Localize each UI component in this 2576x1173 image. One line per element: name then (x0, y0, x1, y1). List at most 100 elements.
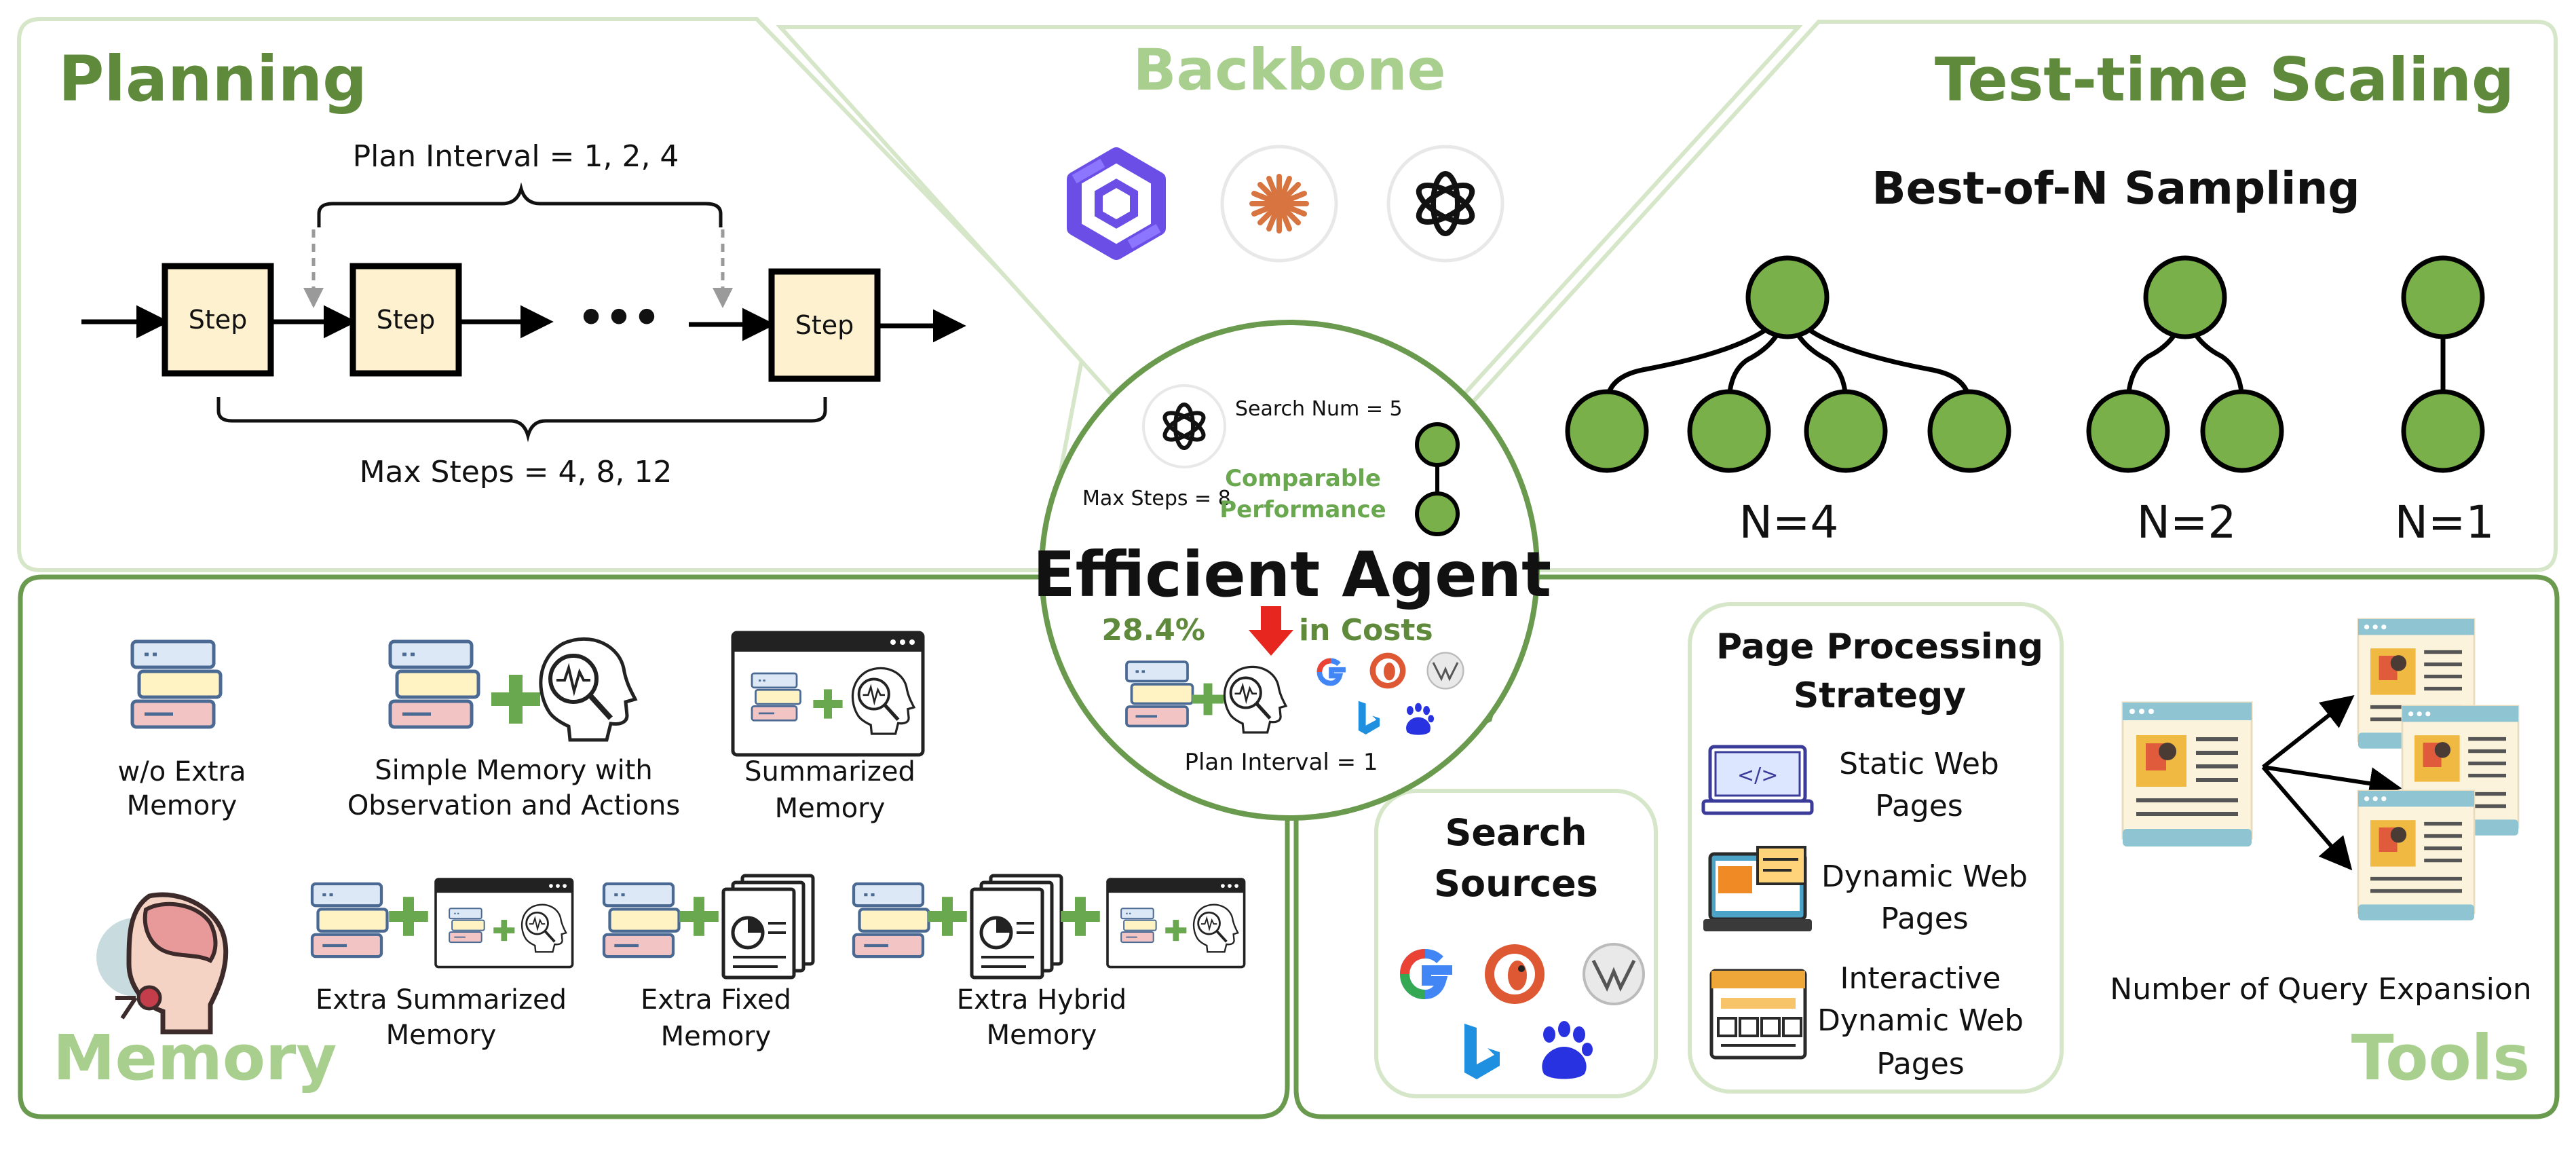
search-sources-box: Search Sources (1374, 789, 1658, 1098)
interactive-label-2: Dynamic Web (1817, 1003, 2024, 1038)
openai-logo (1386, 145, 1504, 263)
max-steps-label: Max Steps = 4, 8, 12 (360, 455, 673, 489)
center-tree-leaf (1415, 491, 1460, 536)
qwen-logo (1067, 147, 1166, 260)
memory-stack-icon (604, 884, 679, 956)
test-time-scaling-title: Test-time Scaling (1935, 45, 2514, 115)
dynamic-web-label-1: Dynamic Web (1821, 859, 2028, 894)
efficient-agent-circle: Search Num = 5 Max Steps = 8 Comparable … (1033, 320, 1551, 821)
best-of-n-heading: Best-of-N Sampling (1872, 162, 2360, 215)
summarized-memory-window-icon (1107, 879, 1245, 967)
summarized-memory-label-2: Memory (775, 793, 886, 824)
static-web-label-2: Pages (1875, 789, 1963, 823)
wo-extra-memory-label-2: Memory (127, 790, 238, 821)
plan-interval-label: Plan Interval = 1, 2, 4 (353, 139, 679, 174)
tree-n2-root (2143, 255, 2227, 339)
wikipedia-icon (1583, 943, 1645, 1005)
svg-text:</>: </> (1737, 764, 1778, 787)
static-web-page-icon: </> (1701, 745, 1814, 815)
comparable-label-1: Comparable (1225, 465, 1381, 492)
static-web-label-1: Static Web (1839, 747, 1999, 781)
step-box-2 (349, 263, 462, 377)
tree-n4-leaf-2 (1687, 389, 1771, 473)
search-num-label: Search Num = 5 (1235, 397, 1403, 421)
wikipedia-icon (1426, 652, 1464, 690)
tree-n1-label: N=1 (2395, 496, 2495, 548)
dynamic-web-page-icon (1703, 846, 1812, 931)
step-box-3 (768, 268, 881, 382)
best-of-n-trees: N=4 N=2 N=1 (1565, 255, 2495, 548)
tree-n2-leaf-1 (2086, 389, 2170, 473)
backbone-title: Backbone (1133, 37, 1446, 103)
memory-options: w/o Extra Memory Simple Memory with Obse… (96, 633, 1245, 1052)
interactive-label-1: Interactive (1840, 961, 2001, 996)
duckduckgo-icon (1369, 652, 1406, 689)
step-box-3-label: Step (795, 310, 854, 340)
expansion-arrow-middle (2262, 765, 2402, 800)
dynamic-web-label-2: Pages (1880, 901, 1968, 936)
query-expansion-diagram: Number of Query Expansion (2110, 619, 2532, 1007)
comparable-label-2: Performance (1219, 496, 1386, 523)
backbone-models (1067, 145, 1504, 263)
cost-down-arrow (1249, 606, 1293, 656)
page-processing-label-2: Strategy (1794, 675, 1966, 716)
expansion-arrow-top (2262, 695, 2355, 769)
query-expansion-label: Number of Query Expansion (2110, 972, 2531, 1007)
extra-summarized-memory-label-1: Extra Summarized (316, 984, 567, 1016)
simple-memory-label-2: Observation and Actions (347, 790, 680, 821)
summarized-memory-label-1: Summarized (744, 756, 915, 787)
extra-summarized-memory-label-2: Memory (386, 1020, 497, 1051)
tree-n4-label: N=4 (1739, 496, 1839, 548)
planning-panel (17, 17, 1085, 572)
step-box-1 (162, 263, 274, 377)
cost-text: in Costs (1299, 613, 1433, 648)
web-page-icon (2123, 703, 2252, 846)
tree-n1-leaf-1 (2401, 389, 2485, 473)
efficient-agent-title: Efficient Agent (1033, 538, 1551, 611)
extra-fixed-memory-label-2: Memory (661, 1021, 772, 1052)
summarized-memory-window-icon (733, 633, 923, 755)
interactive-web-page-icon (1709, 969, 1807, 1060)
search-sources-label-1: Search (1445, 811, 1587, 854)
memory-stack-icon (132, 641, 221, 727)
tree-n2-label: N=2 (2137, 496, 2237, 548)
center-max-steps-label: Max Steps = 8 (1082, 487, 1231, 510)
tree-n4-leaf-3 (1804, 389, 1888, 473)
duckduckgo-icon (1485, 944, 1545, 1004)
step-box-2-label: Step (377, 305, 436, 335)
fixed-memory-documents-icon (723, 876, 813, 978)
extra-hybrid-memory-label-2: Memory (987, 1020, 1097, 1051)
page-processing-box: Page Processing Strategy </> Static Web … (1688, 602, 2064, 1094)
baidu-icon (1542, 1021, 1593, 1079)
memory-stack-icon (1125, 660, 1194, 728)
memory-stack-icon (312, 884, 387, 956)
plan-interval-brace (317, 182, 723, 227)
page-processing-label-1: Page Processing (1716, 627, 2043, 667)
step-box-1-label: Step (189, 305, 248, 335)
web-page-icon (2358, 791, 2474, 920)
brain-robot-icon (96, 892, 229, 1035)
expansion-arrow-bottom (2261, 766, 2353, 871)
fixed-memory-documents-icon (972, 876, 1061, 978)
openai-logo (1142, 384, 1226, 468)
summarized-memory-window-icon (436, 879, 573, 967)
wo-extra-memory-label-1: w/o Extra (118, 756, 246, 787)
tree-n4-leaf-1 (1565, 389, 1649, 473)
extra-hybrid-memory-label-1: Extra Hybrid (957, 984, 1126, 1016)
tree-n4-root (1745, 255, 1830, 339)
google-icon (1399, 948, 1452, 1000)
center-plan-interval-label: Plan Interval = 1 (1184, 749, 1378, 776)
tree-n4-leaf-4 (1927, 389, 2011, 473)
google-icon (1317, 658, 1346, 686)
bing-icon (1464, 1024, 1500, 1079)
max-steps-brace (216, 397, 827, 443)
center-tree-root (1415, 422, 1460, 467)
search-sources-label-2: Sources (1434, 862, 1598, 905)
claude-logo (1220, 145, 1338, 263)
memory-stack-icon (390, 641, 478, 727)
baidu-icon (1406, 703, 1435, 735)
simple-memory-label-1: Simple Memory with (375, 755, 653, 786)
interactive-label-3: Pages (1876, 1047, 1964, 1081)
step-ellipsis: ••• (577, 293, 661, 343)
tree-n2-leaf-2 (2200, 389, 2284, 473)
